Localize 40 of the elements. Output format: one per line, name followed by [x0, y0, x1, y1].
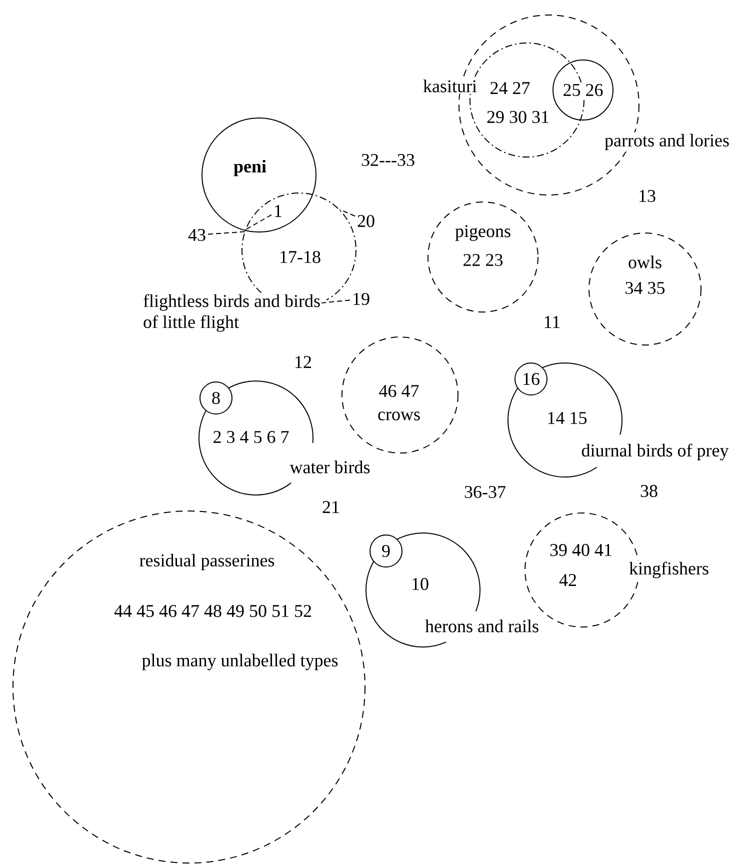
- group-label: 44 45 46 47 48 49 50 51 52: [112, 603, 314, 619]
- group-label: 2 3 4 5 6 7: [211, 429, 291, 445]
- number-label: 21: [322, 501, 339, 513]
- group-label: 10: [410, 576, 430, 592]
- number-label: 13: [640, 190, 656, 202]
- group-label: 25 26: [561, 82, 605, 98]
- group-label: 24 27: [488, 80, 532, 96]
- group-label: 14 15: [545, 410, 589, 426]
- number-label: 20: [356, 213, 376, 229]
- group-label: peni: [232, 158, 268, 178]
- group-label: 17-18: [278, 249, 322, 265]
- number-label: 19: [350, 291, 372, 307]
- group-label: plus many unlabelled types: [140, 652, 340, 672]
- group-label: 34 35: [623, 280, 667, 296]
- group-label: 29 30 31: [485, 109, 551, 125]
- leader-line: [320, 300, 350, 304]
- number-label: 32---33: [362, 154, 414, 166]
- number-label: 11: [544, 316, 560, 328]
- group-label: diurnal birds of prey: [580, 442, 730, 462]
- group-label: residual passerines: [138, 552, 276, 572]
- group-label: kingfishers: [628, 560, 710, 580]
- group-label: flightless birds and birds of little flight: [142, 292, 326, 334]
- group-label: pigeons: [454, 224, 512, 242]
- group-label: 42: [558, 572, 578, 588]
- number-label: 1: [272, 204, 284, 218]
- number-label: 36-37: [464, 486, 506, 498]
- group-label: 46 47: [377, 383, 421, 399]
- group-label: herons and rails: [424, 618, 540, 634]
- number-label: 12: [296, 356, 311, 368]
- group-label: 22 23: [461, 252, 505, 268]
- group-label: parrots and lories: [603, 132, 731, 152]
- group-label: water birds: [288, 459, 372, 475]
- group-label: owls: [626, 254, 664, 270]
- group-label: 39 40 41: [548, 542, 614, 558]
- number-label: 43: [186, 227, 208, 243]
- group-label: kasituri: [422, 78, 478, 94]
- number-label: 38: [640, 484, 658, 498]
- leader-line: [339, 208, 356, 217]
- leader-line: [244, 214, 272, 232]
- group-label: crows: [376, 410, 422, 422]
